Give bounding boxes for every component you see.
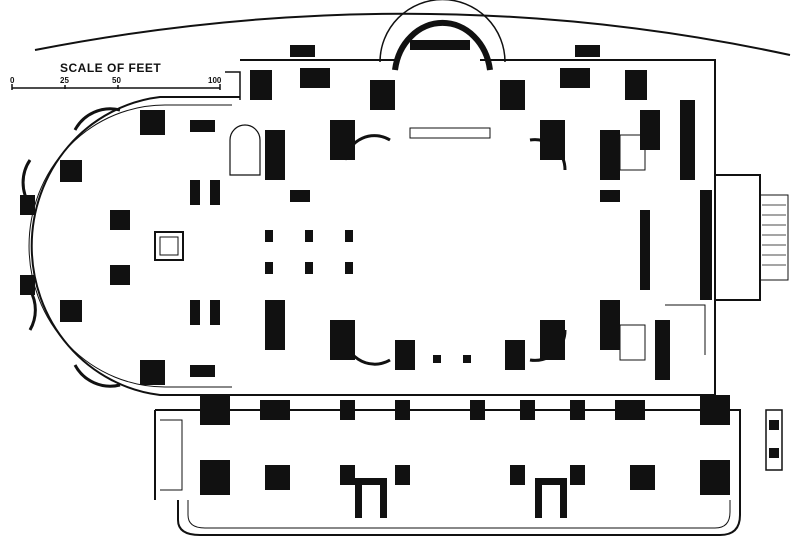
scale-title: SCALE OF FEET bbox=[60, 61, 162, 75]
dome-apse bbox=[392, 19, 493, 71]
portico bbox=[714, 174, 761, 301]
scale-bar bbox=[11, 84, 221, 90]
scale-tick-0: 0 bbox=[10, 76, 15, 85]
piers bbox=[20, 40, 779, 518]
site-boundary-curve bbox=[34, 12, 791, 56]
scale-frame bbox=[225, 71, 241, 100]
scale-tick-25: 25 bbox=[60, 76, 69, 85]
scale-tick-100: 100 bbox=[208, 76, 222, 85]
apse-outline bbox=[30, 96, 240, 396]
scale-tick-50: 50 bbox=[112, 76, 121, 85]
